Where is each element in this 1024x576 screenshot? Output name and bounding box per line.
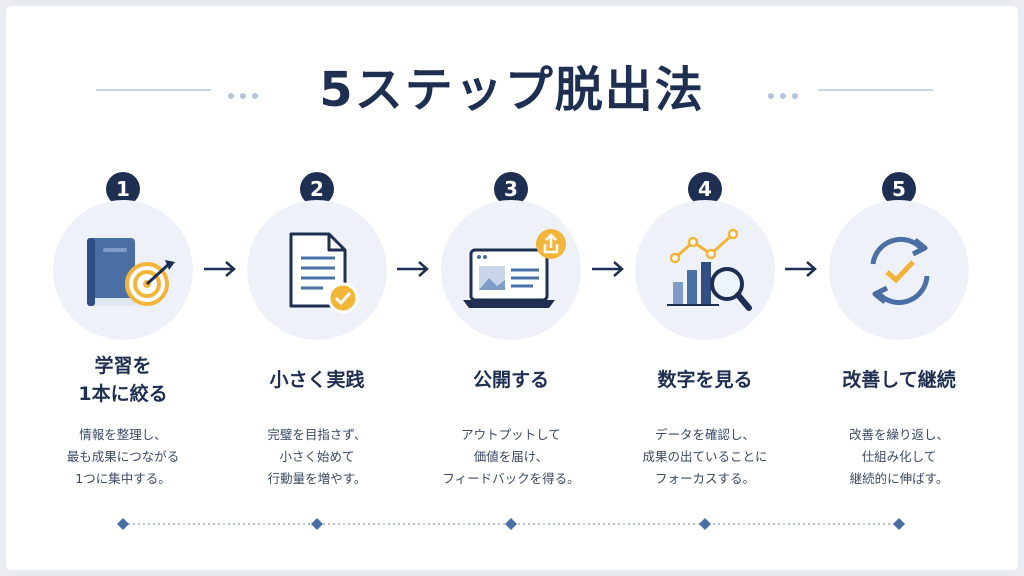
timeline-marker: [311, 518, 323, 530]
cycle-check-icon: [870, 236, 930, 305]
step-5: 5 改善して継続 改善を繰り返し、 仕組み化して 継続的に伸ばす。: [809, 166, 989, 506]
chart-magnifier-icon: [667, 228, 752, 311]
step-label: 改善して継続: [842, 369, 956, 391]
laptop-upload-icon: [463, 229, 566, 308]
step-label: 小さく実践: [269, 369, 365, 391]
step-description: 完璧を目指さず、 小さく始めて 行動量を増やす。: [267, 427, 367, 486]
step-label: 学習を 1本に絞る: [78, 355, 168, 405]
step-2: 2 小さく実践 完璧を目指さず、 小さく始めて 行動量を増やす。: [227, 166, 407, 506]
title-line-right: [818, 89, 933, 91]
step-label: 公開する: [472, 369, 549, 391]
step-3: 3 公開する アウトプットして 価値を届け、 フィードバックを得: [421, 166, 601, 506]
page-title: 5ステップ脱出法: [319, 62, 705, 118]
timeline-marker: [117, 518, 129, 530]
step-icon-disc: [247, 200, 387, 340]
timeline: [117, 518, 905, 530]
step-description: データを確認し、 成果の出ていることに フォーカスする。: [642, 427, 768, 486]
title-dots-right: [768, 85, 808, 99]
title-dots-left: [228, 85, 268, 99]
arrow-right-icon: [204, 261, 236, 277]
step-icon-disc: [635, 200, 775, 340]
title-row: 5ステップ脱出法: [6, 58, 1018, 122]
slide: 5ステップ脱出法 1 学習を 1本に絞る 情報を整理し、 最も成: [6, 6, 1018, 570]
arrow-right-icon: [397, 261, 429, 277]
document-check-icon: [289, 232, 359, 314]
timeline-marker: [699, 518, 711, 530]
step-description: 情報を整理し、 最も成果につながる 1つに集中する。: [66, 427, 180, 486]
step-description: 改善を繰り返し、 仕組み化して 継続的に伸ばす。: [848, 427, 949, 486]
step-label: 数字を見る: [657, 369, 753, 391]
step-4: 4 数字を見る データを確認し、 成果の出ていることに フォーカスする。: [615, 166, 795, 506]
book-target-icon: [87, 238, 175, 306]
step-icon-disc: [441, 200, 581, 340]
step-1: 1 学習を 1本に絞る 情報を整理し、 最も成果につながる 1つに集中する。: [33, 166, 213, 506]
arrow-right-icon: [785, 261, 817, 277]
arrow-right-icon: [592, 261, 624, 277]
step-icon-disc: [829, 200, 969, 340]
step-description: アウトプットして 価値を届け、 フィードバックを得る。: [442, 427, 580, 486]
timeline-marker: [505, 518, 517, 530]
step-icon-disc: [53, 200, 193, 340]
timeline-marker: [893, 518, 905, 530]
title-line-left: [96, 89, 211, 91]
